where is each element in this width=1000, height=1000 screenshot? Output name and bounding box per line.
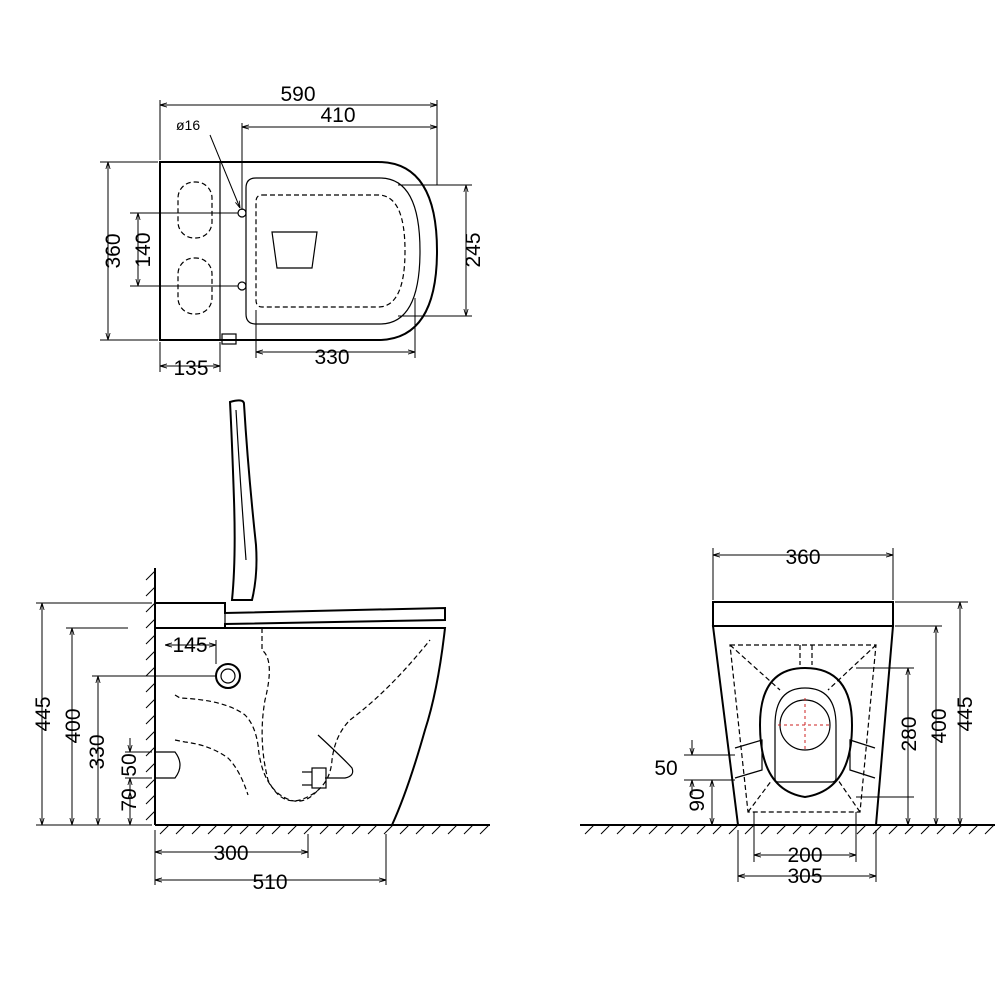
dim-side-70: 70 xyxy=(118,788,141,811)
dim-front-280: 280 xyxy=(898,716,921,751)
dim-front-200: 200 xyxy=(787,844,822,867)
dim-side-330: 330 xyxy=(86,734,109,769)
dim-side-300: 300 xyxy=(213,842,248,865)
dim-top-360: 360 xyxy=(102,233,125,268)
dim-top-330: 330 xyxy=(314,346,349,369)
floor-hatch-left xyxy=(159,824,490,835)
dim-side-50: 50 xyxy=(118,753,141,776)
dim-top-140: 140 xyxy=(132,232,155,267)
dim-front-445: 445 xyxy=(954,696,977,731)
dim-top-pipe-diameter: ø16 xyxy=(176,117,200,133)
dim-front-400: 400 xyxy=(928,708,951,743)
dim-side-445: 445 xyxy=(32,696,55,731)
floor-hatch-right xyxy=(584,824,995,835)
dim-top-245: 245 xyxy=(462,232,485,267)
top-view: 590 410 ø16 360 140 245 135 330 xyxy=(100,83,485,380)
dim-side-510: 510 xyxy=(252,871,287,894)
wall-hatch xyxy=(145,570,156,821)
dim-top-135: 135 xyxy=(173,357,208,380)
dim-front-50: 50 xyxy=(654,757,677,780)
dim-top-590: 590 xyxy=(280,83,315,106)
dim-front-360: 360 xyxy=(785,546,820,569)
front-view: 360 445 400 280 50 90 200 305 xyxy=(580,546,995,888)
dim-top-410: 410 xyxy=(320,104,355,127)
dim-side-400: 400 xyxy=(62,708,85,743)
dim-front-305: 305 xyxy=(787,865,822,888)
dim-front-90: 90 xyxy=(686,788,709,811)
side-view: 445 400 330 50 70 145 300 510 xyxy=(32,399,490,894)
dim-side-145: 145 xyxy=(172,634,207,657)
